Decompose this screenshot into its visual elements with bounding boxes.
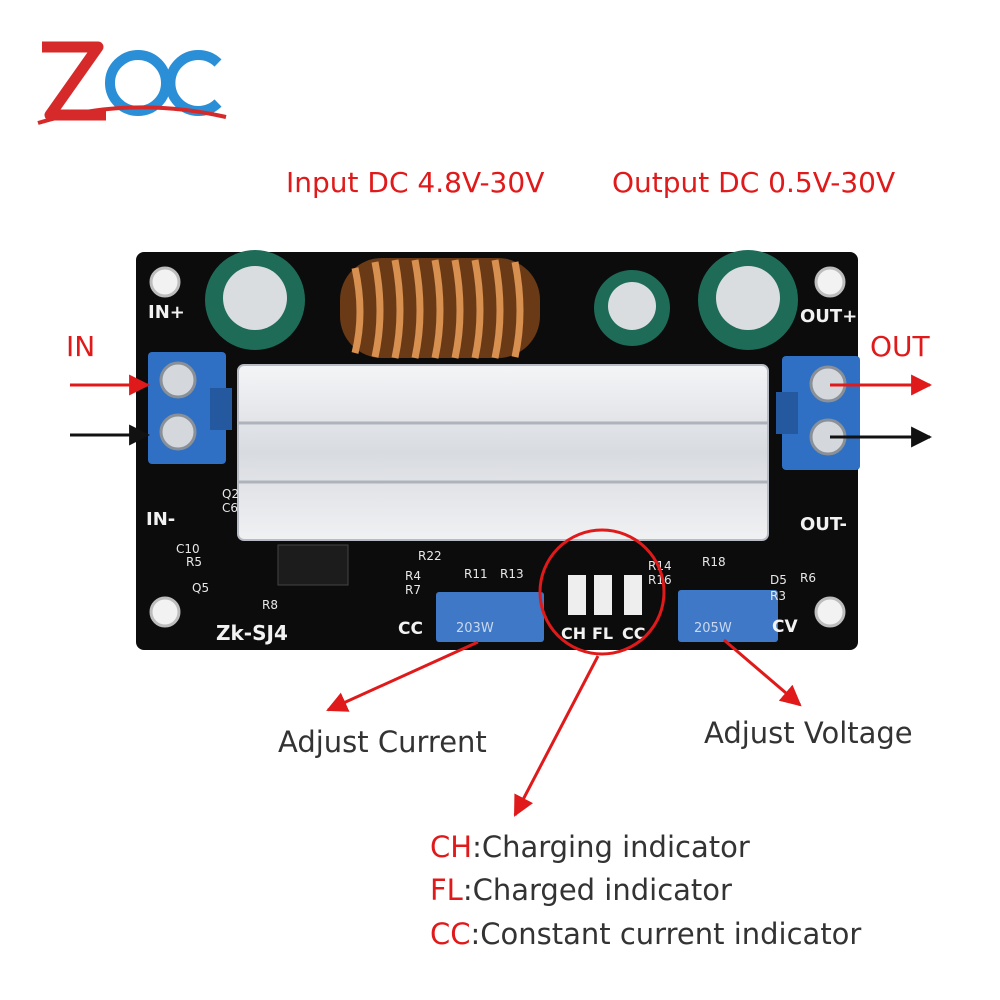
heatsink (237, 364, 769, 541)
legend-item: FL:Charged indicator (430, 873, 732, 907)
legend-desc: :Charging indicator (472, 830, 750, 864)
ref-label-c6: C6 (222, 501, 238, 515)
ref-label-d5: D5 (770, 573, 787, 587)
pot-right-code: 205W (694, 621, 732, 636)
silk-in-minus: IN- (146, 509, 175, 530)
capacitor-left (205, 250, 305, 350)
ref-label-q5: Q5 (192, 581, 209, 595)
mount-hole (814, 596, 846, 628)
silk-led-fl: FL (592, 624, 613, 643)
ref-label-r18: R18 (702, 555, 726, 569)
input-spec-label: Input DC 4.8V-30V (286, 166, 545, 199)
legend-code: FL (430, 873, 463, 907)
silk-cv: CV (772, 617, 798, 637)
silk-model: Zk-SJ4 (216, 621, 288, 645)
ref-label-r13: R13 (500, 567, 524, 581)
capacitor-mid (594, 270, 670, 346)
adjust-voltage-label: Adjust Voltage (704, 716, 913, 750)
ref-label-r7: R7 (405, 583, 421, 597)
legend-item: CH:Charging indicator (430, 830, 750, 864)
legend-desc: :Charged indicator (462, 873, 732, 907)
silk-led-ch: CH (561, 624, 586, 643)
output-terminal-block (776, 356, 860, 470)
pot-left-code: 203W (456, 621, 494, 636)
ref-label-c10: C10 (176, 542, 200, 556)
ref-label-r4: R4 (405, 569, 421, 583)
ref-label-r8: R8 (262, 598, 278, 612)
output-spec-label: Output DC 0.5V-30V (612, 166, 896, 199)
silk-out-plus: OUT+ (800, 306, 857, 327)
legend-code: CH (430, 830, 473, 864)
ref-label-r22: R22 (418, 549, 442, 563)
mount-hole (814, 266, 846, 298)
indicator-arrow (513, 655, 600, 817)
silk-led-cc: CC (622, 624, 645, 643)
ref-label-r5: R5 (186, 555, 202, 569)
legend-item: CC:Constant current indicator (430, 917, 861, 951)
voltage-potentiometer (678, 590, 778, 642)
legend-desc: :Constant current indicator (470, 917, 862, 951)
silk-cc: CC (398, 619, 423, 639)
ref-label-r11: R11 (464, 567, 488, 581)
adjust-current-label: Adjust Current (278, 725, 487, 759)
adjust-voltage-arrow (723, 638, 802, 707)
logo-swoosh (37, 105, 227, 125)
ref-label-q2: Q2 (222, 487, 239, 501)
ic-chip (277, 544, 349, 586)
led-highlight-circle (538, 528, 666, 656)
current-potentiometer (436, 592, 544, 642)
input-terminal-block (148, 352, 232, 464)
silk-in-plus: IN+ (148, 302, 185, 323)
ref-label-r3: R3 (770, 589, 786, 603)
inductor-coil (340, 258, 540, 359)
ref-label-r16: R16 (648, 573, 672, 587)
mount-hole (149, 266, 181, 298)
mount-hole (149, 596, 181, 628)
adjust-current-arrow (326, 640, 479, 712)
legend-code: CC (430, 917, 471, 951)
in-label: IN (66, 330, 96, 363)
ref-label-r6: R6 (800, 571, 816, 585)
led-indicators (568, 575, 642, 615)
zqc-logo (37, 41, 227, 125)
capacitor-right (698, 250, 798, 350)
out-label: OUT (870, 330, 930, 363)
silk-out-minus: OUT- (800, 514, 847, 535)
